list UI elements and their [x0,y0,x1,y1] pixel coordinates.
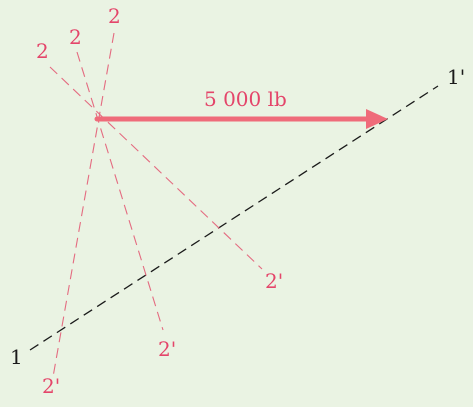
force-label: 5 000 lb [204,87,287,111]
force-arrow-head [366,109,388,129]
trial-line-a-start-label: 2 [108,4,121,28]
trial-line-c-start-label: 2 [36,39,49,63]
reference-line-1-1prime [29,85,439,351]
reference-start-label: 1 [10,345,23,369]
reference-end-label: 1' [447,65,465,89]
trial-line-b-start-label: 2 [69,25,82,49]
trial-line-c-end-label: 2' [265,269,283,293]
trial-line-a-end-label: 2' [42,374,60,398]
trial-line-2-b [76,51,164,331]
trial-line-b-end-label: 2' [158,337,176,361]
trial-line-2-a [52,32,115,378]
trial-line-2-c [49,66,263,270]
